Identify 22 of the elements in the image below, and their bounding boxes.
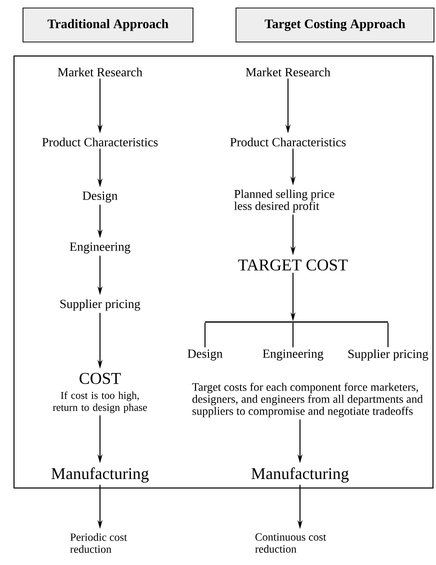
step-label: Design bbox=[82, 192, 118, 202]
step-label: Continuous cost reduction bbox=[255, 533, 326, 553]
step-label: Engineering bbox=[262, 350, 324, 360]
step-label: Market Research bbox=[246, 68, 330, 76]
step-label: Planned selling price less desired profit bbox=[234, 190, 334, 212]
connector-line bbox=[292, 322, 294, 348]
step-label: Supplier pricing bbox=[60, 299, 140, 311]
step-label: Design bbox=[188, 350, 222, 360]
step-label: TARGET COST bbox=[238, 259, 348, 271]
step-label: Market Research bbox=[58, 68, 142, 76]
step-label: Product Characteristics bbox=[230, 138, 346, 146]
step-label: Manufacturing bbox=[51, 467, 149, 483]
connector-line bbox=[204, 322, 206, 348]
heading-box: Traditional Approach bbox=[22, 8, 194, 42]
step-label: Manufacturing bbox=[251, 467, 349, 483]
step-label: Product Characteristics bbox=[42, 138, 158, 146]
step-label: Periodic cost reduction bbox=[70, 533, 128, 553]
heading-box: Target Costing Approach bbox=[236, 8, 434, 42]
step-label: COST If cost is too high, return to design phase bbox=[52, 372, 147, 414]
step-label: Engineering bbox=[70, 242, 130, 254]
step-label: Supplier pricing bbox=[348, 349, 428, 361]
step-label: Target costs for each component force marketers, designers, and engineers from all departments and suppliers to compromise and negotiate tradeoffs bbox=[192, 382, 423, 418]
